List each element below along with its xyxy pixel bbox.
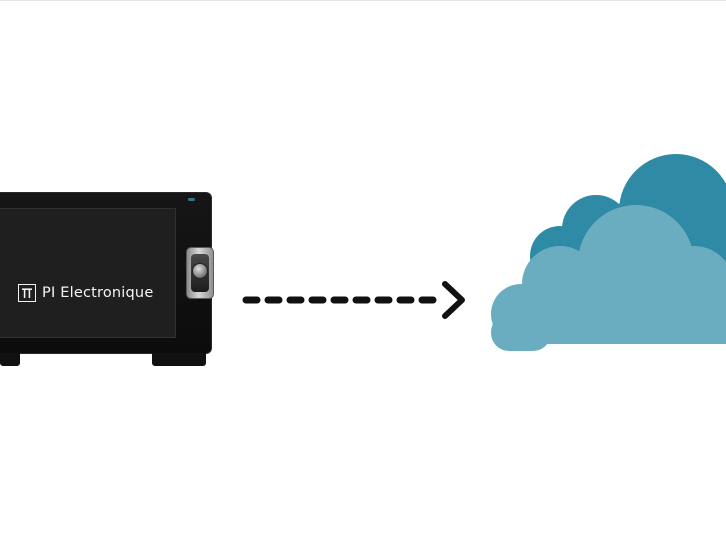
status-led-icon xyxy=(188,198,195,201)
cloud-icon xyxy=(491,154,726,351)
knob-housing xyxy=(191,254,209,292)
device-screen: PI Electronique xyxy=(0,208,176,338)
rotary-knob-icon xyxy=(192,263,208,279)
cloud-front xyxy=(491,205,726,351)
brand-name: PI Electronique xyxy=(42,285,154,301)
control-panel xyxy=(186,247,214,299)
dotted-arrow-icon xyxy=(242,281,465,319)
device-foot-left xyxy=(0,353,20,366)
pi-electronique-device: PI Electronique xyxy=(0,192,214,368)
device-brand: PI Electronique xyxy=(18,284,153,302)
pi-symbol-icon xyxy=(18,284,36,302)
device-foot-right xyxy=(152,353,206,366)
